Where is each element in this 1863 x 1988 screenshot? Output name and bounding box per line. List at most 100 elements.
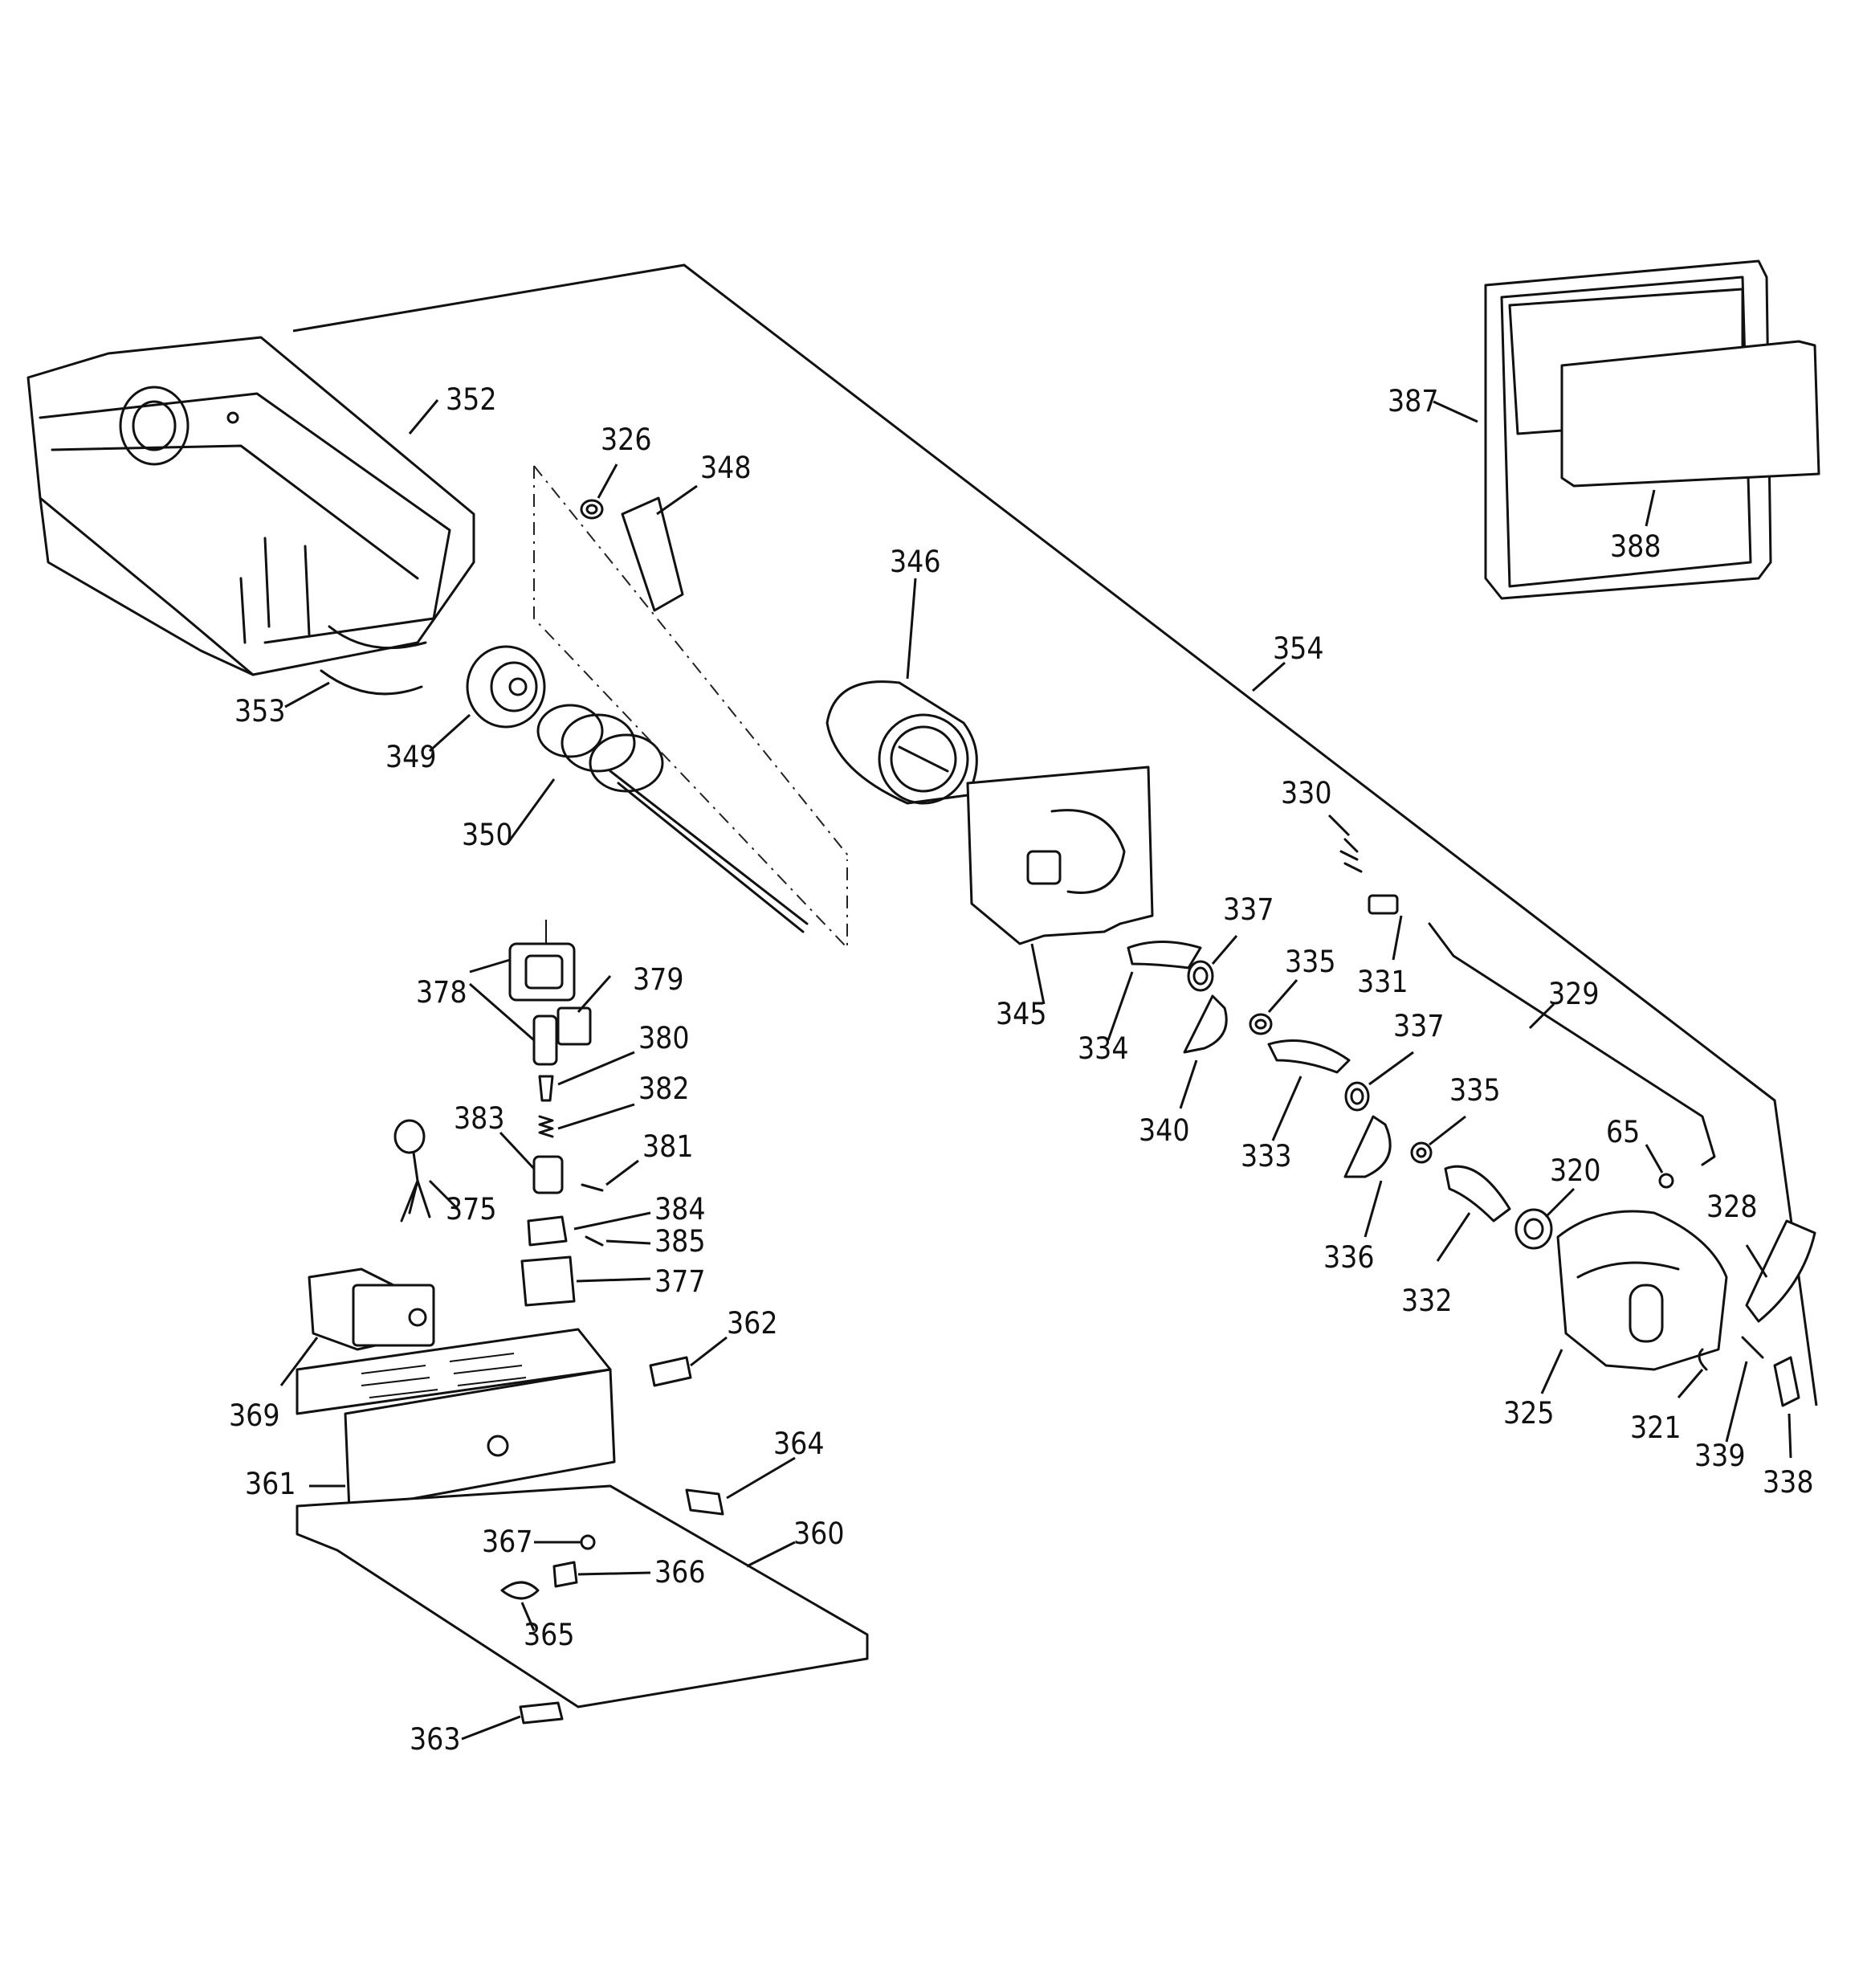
part-336-lever — [1343, 1115, 1392, 1178]
label-340: 340 — [1139, 1113, 1190, 1148]
label-332: 332 — [1401, 1284, 1453, 1318]
label-320: 320 — [1550, 1153, 1601, 1188]
part-360-base-pan — [296, 1484, 869, 1708]
label-338: 338 — [1763, 1465, 1814, 1500]
part-380-tip — [538, 1075, 554, 1102]
label-336: 336 — [1323, 1240, 1375, 1275]
label-329: 329 — [1548, 977, 1600, 1011]
part-329-rod — [1428, 922, 1716, 1166]
part-330-spring — [1339, 838, 1363, 873]
label-330: 330 — [1281, 776, 1332, 810]
part-339-pin — [1741, 1336, 1764, 1359]
label-381: 381 — [642, 1129, 694, 1164]
label-345: 345 — [996, 997, 1047, 1031]
part-361-chassis — [296, 1328, 616, 1512]
part-340-lever — [1183, 994, 1228, 1054]
label-361: 361 — [245, 1467, 296, 1501]
part-335-washer-lower — [1410, 1141, 1433, 1164]
part-364-grommet — [685, 1488, 724, 1516]
label-348: 348 — [700, 451, 752, 485]
label-378: 378 — [416, 975, 467, 1010]
label-388: 388 — [1610, 529, 1661, 564]
part-335-washer-upper — [1249, 1013, 1273, 1035]
label-326: 326 — [601, 423, 652, 457]
part-326-washer — [580, 499, 604, 520]
part-333-cam — [1267, 1039, 1351, 1074]
label-328: 328 — [1706, 1190, 1758, 1224]
label-321: 321 — [1630, 1410, 1682, 1445]
label-387: 387 — [1388, 384, 1439, 418]
label-346: 346 — [890, 545, 941, 579]
label-350: 350 — [462, 818, 513, 852]
part-331-clip — [1368, 894, 1399, 915]
part-381-pin — [581, 1183, 604, 1192]
part-348-blade — [621, 496, 684, 612]
label-365: 365 — [524, 1618, 575, 1652]
label-337-lower: 337 — [1393, 1009, 1445, 1043]
label-353: 353 — [234, 694, 286, 729]
label-362: 362 — [727, 1306, 778, 1341]
label-334: 334 — [1078, 1031, 1129, 1066]
part-334-cam — [1127, 941, 1202, 970]
callout-labels: 352 326 348 346 353 349 350 354 387 388 … — [229, 382, 1814, 1757]
label-384: 384 — [654, 1192, 706, 1227]
part-337-spring-lower — [1344, 1081, 1370, 1112]
part-349-bushing — [466, 645, 546, 729]
label-325: 325 — [1503, 1396, 1555, 1431]
part-338-bracket — [1773, 1356, 1800, 1407]
part-365-cap — [500, 1581, 540, 1600]
part-378-plunger — [532, 1014, 558, 1066]
part-332-cam — [1444, 1165, 1511, 1223]
label-366: 366 — [654, 1555, 706, 1590]
leader-lines — [279, 399, 1792, 1741]
part-321-clip — [1698, 1348, 1708, 1371]
part-320-bearing — [1514, 1208, 1553, 1250]
part-328-shield — [1745, 1219, 1816, 1323]
part-382-spring — [538, 1115, 554, 1138]
label-383: 383 — [454, 1101, 505, 1136]
label-335-upper: 335 — [1285, 945, 1336, 979]
part-378-solenoid — [508, 920, 576, 1002]
part-369-motor — [308, 1268, 435, 1351]
reference-frame — [533, 465, 852, 950]
part-350-auger — [536, 704, 809, 933]
label-363: 363 — [410, 1722, 461, 1757]
label-335-lower: 335 — [1449, 1073, 1501, 1108]
part-375-wire-harness — [393, 1119, 431, 1223]
label-333: 333 — [1241, 1139, 1292, 1174]
label-337-upper: 337 — [1223, 892, 1274, 927]
label-65: 65 — [1606, 1115, 1640, 1149]
label-377: 377 — [654, 1264, 706, 1299]
part-383-sleeve — [532, 1155, 564, 1194]
part-345-mounting-plate — [966, 765, 1154, 945]
part-346-cylinder — [826, 680, 978, 805]
part-363-switch — [519, 1701, 564, 1725]
label-364: 364 — [773, 1427, 825, 1461]
label-352: 352 — [446, 382, 497, 417]
label-385: 385 — [654, 1224, 706, 1259]
label-331: 331 — [1357, 965, 1408, 999]
part-388-door-flap — [1560, 340, 1820, 488]
part-362-bracket — [649, 1356, 692, 1387]
part-379-bracket — [556, 1006, 592, 1046]
label-354: 354 — [1273, 631, 1324, 666]
part-352-ice-bucket — [26, 336, 475, 676]
label-369: 369 — [229, 1398, 280, 1433]
label-349: 349 — [385, 740, 437, 774]
label-379: 379 — [633, 962, 684, 997]
part-377-cradle — [520, 1255, 576, 1307]
label-339: 339 — [1694, 1439, 1746, 1473]
label-360: 360 — [793, 1517, 845, 1551]
label-382: 382 — [638, 1072, 690, 1106]
label-380: 380 — [638, 1021, 690, 1055]
part-325-housing — [1556, 1210, 1728, 1371]
part-385-pin — [585, 1235, 604, 1247]
label-375: 375 — [446, 1192, 497, 1227]
part-366-clip — [552, 1561, 578, 1588]
part-384-base — [527, 1215, 568, 1247]
part-353-bucket-clip — [320, 669, 423, 696]
part-65-screw — [1658, 1173, 1674, 1189]
label-367: 367 — [482, 1525, 533, 1559]
part-337-spring-upper — [1187, 960, 1214, 992]
